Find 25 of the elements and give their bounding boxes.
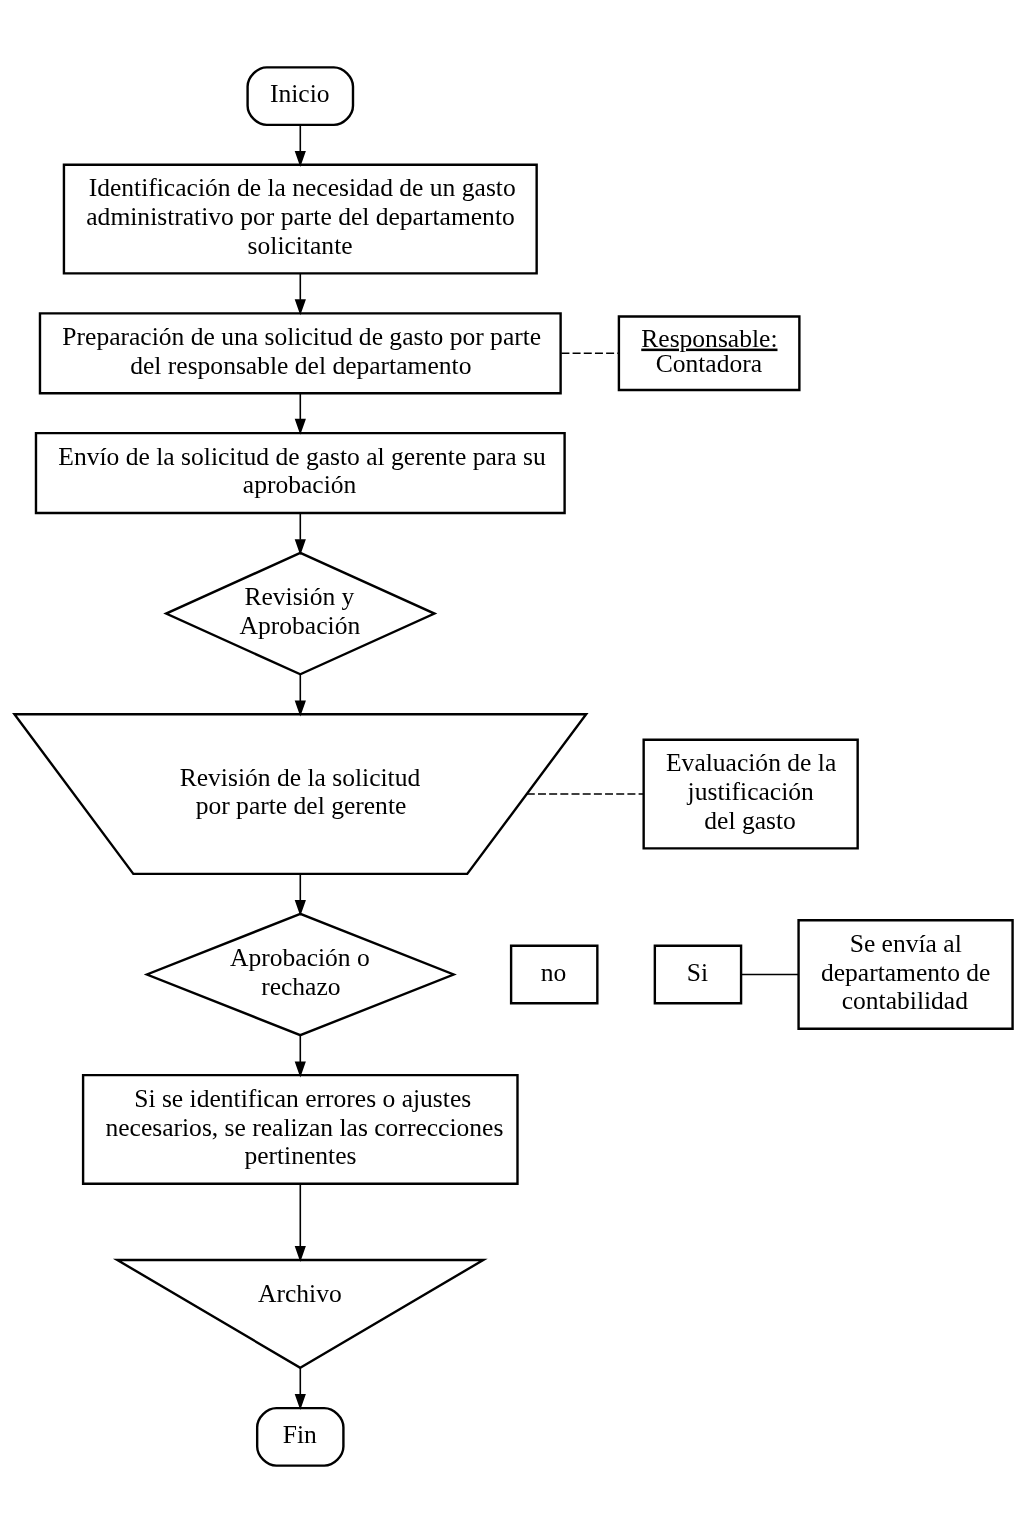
arrow [294,512,306,555]
node-box: Evaluación de la justificación del gasto [642,738,859,850]
node-diamond: Revisión y Aprobación [163,551,438,676]
connector [560,351,620,354]
node-box: Preparación de una solicitud de gasto por parte del responsable del departamento [38,311,562,394]
node-box: Se envía al departamento de contabilidad [797,918,1014,1030]
node-box: Si [653,944,743,1004]
node-box: no [509,944,599,1004]
arrow [294,272,306,315]
arrow [294,872,306,916]
node-box: Fin [256,1406,345,1467]
arrow [294,1366,306,1410]
node-box: Identificación de la necesidad de un gasto administrativo por parte del departamento solicitante [62,163,538,275]
node-box: Si se identifican errores o ajustes necesarios, se realizan las correcciones pertinentes [81,1073,519,1185]
node-box: Inicio [246,65,355,126]
arrow [294,392,306,435]
node-box: Envío de la solicitud de gasto al gerente para su aprobación [34,431,566,514]
connector [740,973,800,975]
arrow [294,1182,306,1262]
arrow [294,1033,306,1077]
arrow [294,673,306,717]
connector [526,792,645,795]
node-diamond: Aprobación o rechazo [143,912,457,1036]
node-box: Responsable: Contadora [617,314,801,391]
arrow [294,123,306,167]
